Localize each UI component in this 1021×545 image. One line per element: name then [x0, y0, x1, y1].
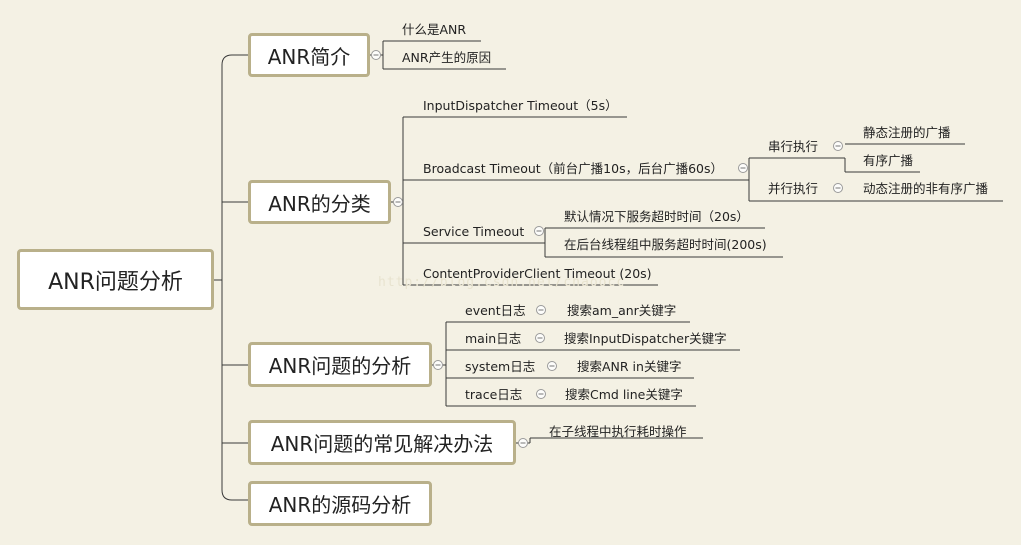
leaf-parallel[interactable]: 并行执行: [768, 181, 819, 196]
leaf-anr-cause[interactable]: ANR产生的原因: [402, 50, 492, 65]
leaf-service-background[interactable]: 在后台线程组中服务超时时间(200s): [564, 237, 767, 252]
node-anr-category[interactable]: ANR的分类: [248, 180, 391, 224]
leaf-input-timeout[interactable]: InputDispatcher Timeout（5s）: [423, 98, 618, 113]
leaf-worker-thread[interactable]: 在子线程中执行耗时操作: [549, 424, 687, 439]
leaf-serial[interactable]: 串行执行: [768, 139, 819, 154]
leaf-event-hint[interactable]: 搜索am_anr关键字: [567, 303, 677, 318]
leaf-service-default[interactable]: 默认情况下服务超时时间（20s）: [564, 209, 749, 224]
node-anr-analysis[interactable]: ANR问题的分析: [248, 342, 432, 387]
node-anr-source[interactable]: ANR的源码分析: [248, 481, 432, 526]
leaf-trace-hint[interactable]: 搜索Cmd line关键字: [565, 387, 683, 402]
node-anr-intro[interactable]: ANR简介: [248, 33, 370, 77]
leaf-event-log[interactable]: event日志: [465, 303, 526, 318]
root-node[interactable]: ANR问题分析: [17, 249, 214, 310]
leaf-what-is-anr[interactable]: 什么是ANR: [402, 22, 467, 37]
node-anr-solution[interactable]: ANR问题的常见解决办法: [248, 420, 516, 465]
leaf-service-timeout[interactable]: Service Timeout: [423, 224, 525, 239]
collapse-toggles[interactable]: [371, 50, 843, 448]
leaf-trace-log[interactable]: trace日志: [465, 387, 523, 402]
watermark: http://blog.csdn.net/chaoocc: [378, 275, 626, 290]
leaf-system-hint[interactable]: 搜索ANR in关键字: [577, 359, 682, 374]
leaf-static-broadcast[interactable]: 静态注册的广播: [863, 125, 951, 140]
leaf-ordered-broadcast[interactable]: 有序广播: [863, 153, 914, 168]
leaf-main-log[interactable]: main日志: [465, 331, 522, 346]
leaf-provider-timeout[interactable]: ContentProviderClient Timeout (20s): [423, 266, 652, 281]
leaf-main-hint[interactable]: 搜索InputDispatcher关键字: [564, 331, 727, 346]
leaf-broadcast-timeout[interactable]: Broadcast Timeout（前台广播10s，后台广播60s）: [423, 161, 724, 176]
leaf-dynamic-broadcast[interactable]: 动态注册的非有序广播: [863, 181, 989, 196]
leaf-system-log[interactable]: system日志: [465, 359, 536, 374]
